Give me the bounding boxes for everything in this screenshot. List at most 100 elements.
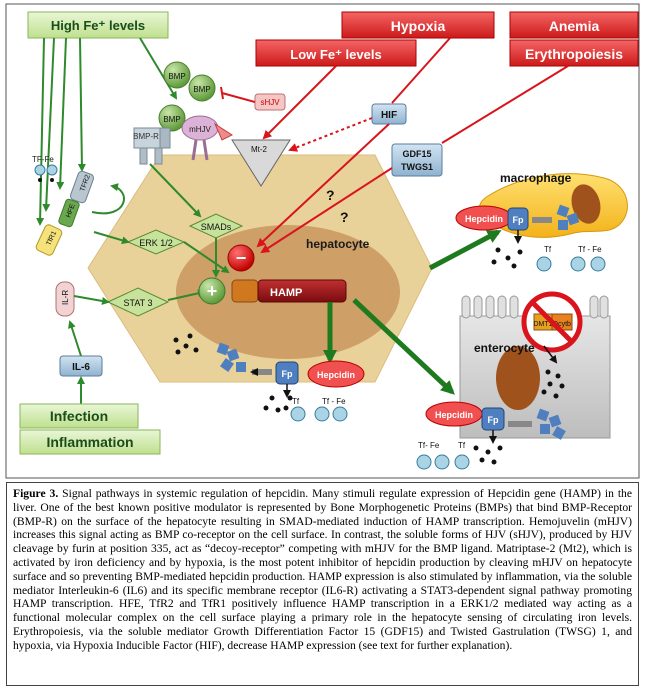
hamp-gene: HAMP — [231, 279, 347, 303]
low-fe-to-mt2-arrow — [262, 65, 337, 140]
hfe-loop-arrow — [91, 183, 125, 215]
high-fe-label: High Fe⁺ levels — [51, 18, 145, 33]
fe-uptake-arrow-enterocyte — [543, 345, 558, 364]
tf-fe-label-macrophage: Tf - Fe — [578, 245, 602, 254]
tf-fe-label: TF-Fe — [32, 155, 54, 164]
anemia-box: Anemia — [509, 11, 639, 39]
hfe-protein: HFE — [58, 198, 80, 228]
erythropoiesis-label: Erythropoiesis — [525, 46, 623, 62]
tf-label-macrophage: Tf — [544, 245, 552, 254]
stat3-to-plus-arrow — [167, 289, 206, 301]
gdf15-to-hamp-arrow — [260, 167, 393, 254]
iron-dots-bottom — [263, 395, 293, 413]
hepcidin-signaling-diagram: hepatocyte High Fe⁺ levels Hypoxia Low F… — [5, 3, 640, 479]
tf-fe-ball-bottom-1 — [314, 406, 330, 422]
caption-text: Signal pathways in systemic regulation o… — [13, 487, 632, 652]
figure-caption: Figure 3. Signal pathways in systemic re… — [6, 482, 639, 686]
question-mark-1: ? — [326, 187, 335, 203]
stat3-diamond: STAT 3 — [106, 287, 170, 317]
ilr-to-stat3-arrow — [73, 295, 110, 305]
svg-text:+: + — [207, 281, 218, 301]
hepcidin-bottom: Hepcidin — [307, 360, 365, 388]
svg-text:BMP-R: BMP-R — [133, 132, 159, 141]
hfe-to-erk-arrow — [93, 231, 130, 245]
svg-text:BMP: BMP — [163, 115, 180, 124]
iron-dots-enterocyte — [541, 369, 565, 399]
smads-diamond: SMADs — [188, 213, 244, 239]
hif-to-mt2-arrow — [288, 117, 373, 152]
hepcidin-to-macrophage-arrow — [428, 229, 502, 271]
high-fe-box: High Fe⁺ levels — [27, 11, 169, 39]
hepcidin-enterocyte: Hepcidin — [425, 401, 483, 427]
svg-text:Mt-2: Mt-2 — [251, 145, 268, 154]
svg-text:Dcytb: Dcytb — [553, 321, 571, 328]
erk-to-plus-arrow — [183, 241, 230, 274]
macrophage-label: macrophage — [500, 171, 572, 185]
hif-box: HIF — [371, 103, 407, 125]
plus-symbol: + — [198, 277, 226, 305]
il-receptor: IL-R — [55, 281, 75, 317]
il6-box: IL-6 — [59, 355, 103, 377]
iron-clusters-enterocyte — [536, 408, 566, 440]
svg-text:GDF15: GDF15 — [402, 149, 431, 159]
hepcidin-to-enterocyte-arrow — [352, 298, 455, 395]
hif-to-hamp-arrow — [256, 123, 390, 248]
iron-clusters-bottom — [216, 342, 246, 372]
minus-symbol: − — [227, 244, 255, 272]
svg-text:Fp: Fp — [488, 415, 499, 425]
tf-ball-enterocyte — [454, 454, 470, 470]
svg-text:mHJV: mHJV — [189, 125, 211, 134]
tfr2-receptor: TFR2 — [69, 170, 95, 204]
svg-text:SMADs: SMADs — [201, 222, 232, 232]
gdf15-twsg1-box: GDF15 TWGS1 — [391, 143, 443, 177]
svg-text:Fp: Fp — [282, 369, 293, 379]
tf-fe-ball-enterocyte-2 — [434, 454, 450, 470]
dmt1-dcytb-blocked: DMT1 Dcytb — [521, 291, 583, 353]
svg-text:Hepcidin: Hepcidin — [435, 410, 473, 420]
anemia-label: Anemia — [549, 18, 600, 34]
caption-label: Figure 3. — [13, 487, 59, 500]
high-fe-arrows — [36, 37, 178, 226]
tf-fe-ball-macrophage-2 — [590, 256, 606, 272]
hepcidin-macrophage: Hepcidin — [455, 205, 513, 231]
hypoxia-box: Hypoxia — [341, 11, 495, 39]
tf-label-bottom: Tf — [292, 397, 300, 406]
tf-fe-balls — [34, 164, 58, 182]
svg-text:IL-6: IL-6 — [72, 362, 90, 373]
tf-ball-bottom — [290, 406, 306, 422]
hypoxia-to-hif-line — [391, 37, 451, 104]
bmp-receptor: BMP-R — [133, 127, 171, 165]
svg-text:Infection: Infection — [50, 408, 108, 424]
tf-fe-ball-bottom-2 — [332, 406, 348, 422]
ferroportin-macrophage: Fp — [507, 207, 529, 231]
svg-text:HIF: HIF — [381, 110, 397, 121]
ferroportin-enterocyte: Fp — [481, 407, 505, 431]
svg-text:IL-R: IL-R — [61, 290, 70, 305]
inflammation-box: Inflammation — [19, 429, 161, 455]
shjv-decoy: sHJV — [220, 86, 286, 111]
svg-text:Hepcidin: Hepcidin — [465, 214, 503, 224]
tfr1-receptor: TfR1 — [35, 224, 63, 256]
bmpr-to-smads-arrow — [149, 163, 202, 218]
il6-to-ilr-arrow — [68, 320, 82, 357]
tf-fe-label-enterocyte: Tf- Fe — [418, 441, 440, 450]
svg-text:BMP: BMP — [193, 85, 210, 94]
iron-dots-enterocyte-out — [473, 445, 503, 465]
tf-fe-label-bottom: Tf - Fe — [322, 397, 346, 406]
svg-text:HFE: HFE — [65, 203, 76, 219]
iron-clusters-macrophage — [556, 204, 580, 230]
question-mark-2: ? — [340, 209, 349, 225]
tf-label-enterocyte: Tf — [458, 441, 466, 450]
tf-fe-ball-macrophage-1 — [570, 256, 586, 272]
infection-box: Infection — [19, 403, 139, 429]
bmp-ligands: BMP BMP BMP — [158, 61, 216, 132]
hamp-label: HAMP — [270, 287, 302, 299]
svg-text:DMT1: DMT1 — [533, 321, 552, 328]
svg-text:ERK 1/2: ERK 1/2 — [139, 238, 173, 248]
svg-text:BMP: BMP — [168, 72, 185, 81]
svg-text:Fp: Fp — [513, 215, 524, 225]
enterocyte-label: enterocyte — [474, 341, 535, 355]
tf-fe-ball-enterocyte-1 — [416, 454, 432, 470]
ferroportin-bottom: Fp — [275, 361, 299, 385]
matriptase-2: Mt-2 — [231, 139, 291, 187]
